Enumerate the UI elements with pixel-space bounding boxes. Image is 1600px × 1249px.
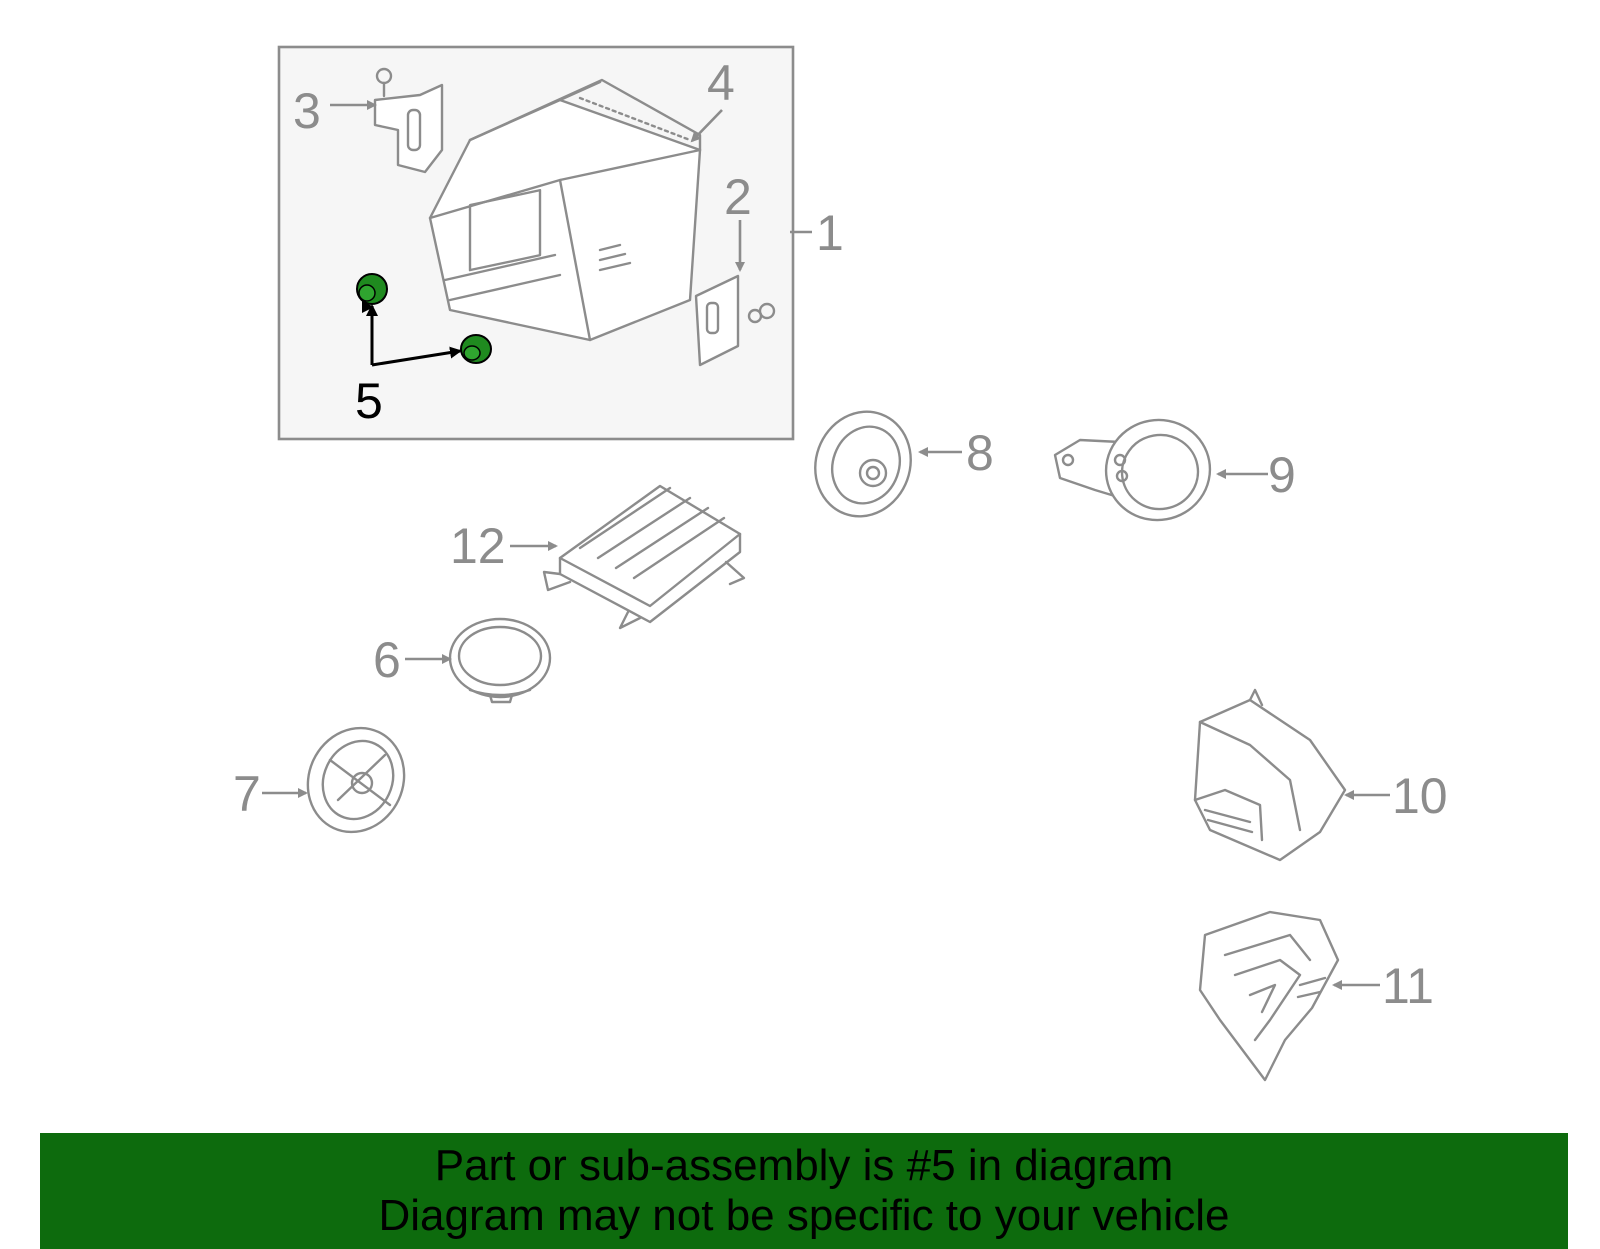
subwoofer-part-10[interactable]: [1193, 688, 1347, 862]
speaker-part-8[interactable]: [801, 398, 926, 530]
knob-part-5[interactable]: [356, 273, 492, 364]
amplifier-part-12[interactable]: [542, 484, 746, 630]
callout-5: 5: [355, 373, 383, 429]
callout-3: 3: [293, 83, 321, 139]
callout-6: 6: [373, 632, 401, 688]
callout-12: 12: [450, 518, 506, 574]
callout-10: 10: [1392, 768, 1448, 824]
speaker-part-6[interactable]: [448, 617, 552, 704]
head-unit-part-4[interactable]: [428, 78, 702, 342]
callout-9: 9: [1268, 447, 1296, 503]
callout-1: 1: [816, 205, 844, 261]
leader-lines: [262, 100, 1390, 990]
parts-diagram: 1 2 3 4 5 6 7 8 9 10 11 12: [233, 45, 1448, 1082]
callout-8: 8: [966, 425, 994, 481]
bracket-part-3[interactable]: [373, 67, 444, 174]
callout-11: 11: [1382, 958, 1434, 1014]
bracket-part-2[interactable]: [694, 274, 776, 367]
tweeter-part-9[interactable]: [1053, 412, 1218, 529]
callout-4: 4: [707, 55, 735, 111]
subwoofer-cover-part-11[interactable]: [1198, 910, 1340, 1082]
footer-banner: Part or sub-assembly is #5 in diagram Di…: [40, 1133, 1568, 1249]
footer-part-note: Part or sub-assembly is #5 in diagram: [434, 1141, 1174, 1190]
speaker-part-7[interactable]: [291, 712, 421, 848]
footer-disclaimer: Diagram may not be specific to your vehi…: [378, 1191, 1230, 1240]
callout-2: 2: [724, 169, 752, 225]
callout-7: 7: [233, 766, 261, 822]
